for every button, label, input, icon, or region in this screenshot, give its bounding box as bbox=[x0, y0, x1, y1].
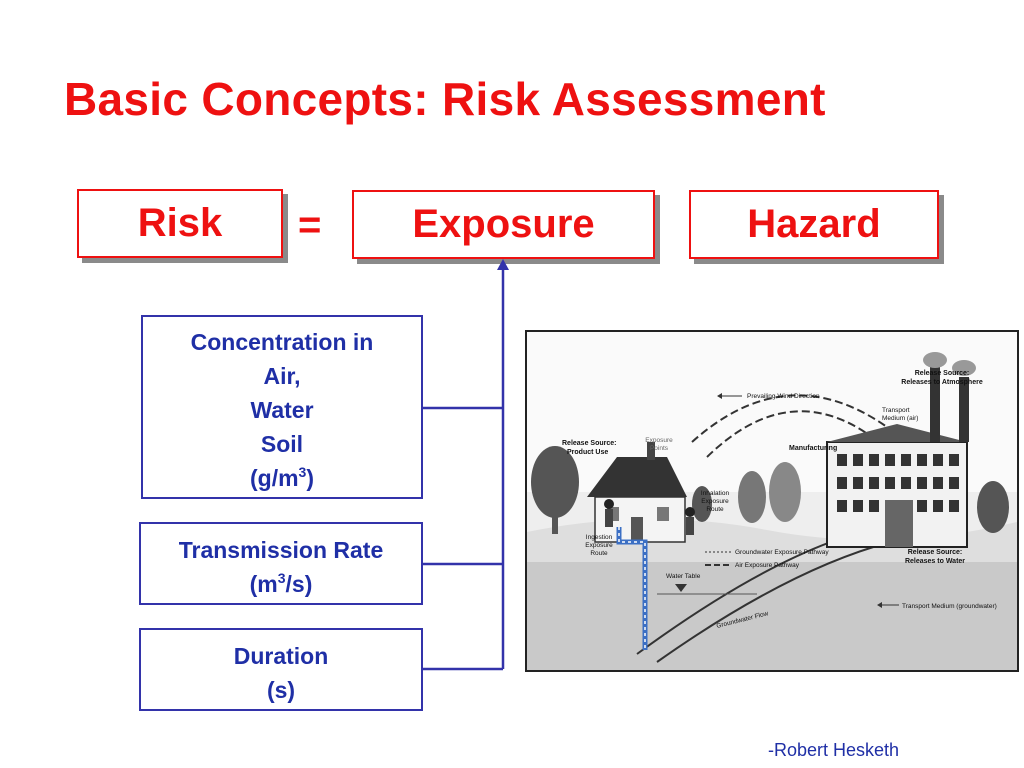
label-water-table: Water Table bbox=[666, 573, 701, 580]
author-credit: -Robert Hesketh bbox=[768, 740, 900, 760]
label-groundwater-pathway: Groundwater Exposure Pathway bbox=[735, 549, 829, 556]
label-release-product-1: Release Source: bbox=[562, 440, 616, 447]
risk-box: Risk bbox=[77, 189, 283, 258]
label-release-water-1: Release Source: bbox=[908, 549, 962, 556]
transmission-line1: Transmission Rate bbox=[178, 537, 384, 563]
label-release-atmosphere-1: Release Source: bbox=[915, 370, 969, 377]
exposure-label: Exposure bbox=[412, 202, 595, 246]
transmission-unit: (m3/s) bbox=[249, 570, 313, 597]
duration-unit: (s) bbox=[266, 677, 296, 703]
label-exposure-points-2: Points bbox=[650, 445, 669, 452]
label-manufacturing: Manufacturing bbox=[789, 445, 837, 452]
concentration-line4: Soil bbox=[260, 431, 304, 457]
label-inhalation-1: Inhalation bbox=[701, 490, 730, 497]
duration-box: Duration (s) bbox=[139, 628, 423, 711]
label-inhalation-2: Exposure bbox=[701, 498, 729, 505]
label-ingestion-1: Ingestion bbox=[586, 534, 613, 541]
tree-icons bbox=[531, 446, 1009, 534]
label-transport-air-2: Medium (air) bbox=[882, 415, 918, 422]
label-exposure-points-1: Exposure bbox=[645, 437, 673, 444]
house-icon bbox=[587, 442, 687, 543]
concentration-unit: (g/m3) bbox=[249, 464, 315, 491]
label-air-pathway: Air Exposure Pathway bbox=[735, 562, 800, 569]
slide-title: Basic Concepts: Risk Assessment bbox=[64, 73, 826, 125]
label-ingestion-3: Route bbox=[590, 550, 608, 557]
label-release-product-2: Product Use bbox=[567, 449, 608, 456]
concentration-line3: Water bbox=[250, 397, 314, 423]
label-release-water-2: Releases to Water bbox=[905, 558, 965, 565]
duration-line1: Duration bbox=[233, 643, 329, 669]
risk-label: Risk bbox=[137, 201, 223, 245]
concentration-line1: Concentration in bbox=[190, 329, 374, 355]
label-transport-air-1: Transport bbox=[882, 407, 910, 414]
concentration-box: Concentration in Air, Water Soil (g/m3) bbox=[141, 315, 423, 499]
ground-area bbox=[527, 552, 1017, 670]
hazard-label: Hazard bbox=[747, 202, 881, 246]
concentration-line2: Air, bbox=[263, 363, 301, 389]
hazard-box: Hazard bbox=[689, 190, 939, 259]
label-prevailing-wind: Prevailing Wind Direction bbox=[747, 393, 820, 400]
equals-sign: = bbox=[298, 203, 322, 247]
exposure-box: Exposure bbox=[352, 190, 655, 259]
label-ingestion-2: Exposure bbox=[585, 542, 613, 549]
exposure-pathways-illustration: Release Source: Releases to Atmosphere R… bbox=[525, 330, 1019, 672]
label-release-atmosphere-2: Releases to Atmosphere bbox=[901, 379, 983, 386]
label-inhalation-3: Route bbox=[706, 506, 724, 513]
factory-icon bbox=[826, 352, 976, 548]
label-transport-groundwater: Transport Medium (groundwater) bbox=[902, 603, 997, 610]
transmission-box: Transmission Rate (m3/s) bbox=[139, 522, 423, 605]
arrow-to-exposure-icon bbox=[497, 259, 509, 270]
